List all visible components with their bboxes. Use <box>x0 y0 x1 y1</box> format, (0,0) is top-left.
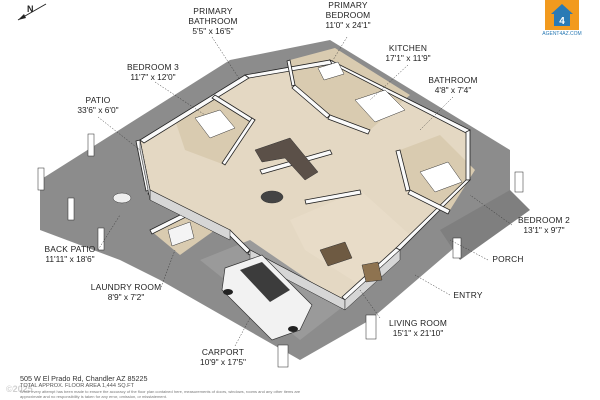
room-name: CARPORT <box>201 347 245 357</box>
room-name: ENTRY <box>453 290 483 300</box>
kitchen-counter <box>254 137 319 181</box>
living-chair <box>361 261 383 283</box>
room-name: BACK PATIO <box>44 244 96 254</box>
watermark-text: ©2025 <box>6 384 33 394</box>
room-name: KITCHEN <box>388 43 428 53</box>
label-patio: PATIO 33'6" x 6'0" <box>60 95 136 115</box>
bed-bedroom-2 <box>419 161 463 193</box>
desk <box>317 61 345 81</box>
total-area-text: TOTAL APPROX. FLOOR AREA 1,444 SQ.FT <box>20 383 134 389</box>
room-name: PATIO <box>85 95 111 105</box>
compass-icon <box>17 3 47 21</box>
bed-bedroom-3 <box>194 109 236 139</box>
room-dims: 33'6" x 6'0" <box>77 105 119 115</box>
room-dims: 11'0" x 24'1" <box>325 20 371 30</box>
room-name: LIVING ROOM <box>388 318 448 328</box>
agent-logo-icon: 4 <box>545 0 579 30</box>
room-dims: 10'9" x 17'5" <box>200 357 246 367</box>
room-name: PRIMARY BATHROOM <box>188 6 238 26</box>
room-dims: 17'1" x 11'9" <box>385 53 431 63</box>
room-name: BATHROOM <box>428 75 478 85</box>
room-dims: 11'11" x 18'6" <box>45 254 95 264</box>
compass-letter: N <box>27 4 34 14</box>
room-name: LAUNDRY ROOM <box>90 282 162 292</box>
disclaimer-text: While every attempt has been made to ens… <box>20 389 301 399</box>
label-living-room: LIVING ROOM 15'1" x 21'10" <box>378 318 458 338</box>
carport-car <box>221 254 313 341</box>
living-sofa <box>319 241 353 267</box>
furniture <box>112 61 463 283</box>
label-porch: PORCH <box>478 254 538 264</box>
room-dims: 15'1" x 21'10" <box>392 328 444 338</box>
dining-table <box>260 190 284 204</box>
label-bedroom-3: BEDROOM 3 11'7" x 12'0" <box>115 62 191 82</box>
label-primary-bedroom: PRIMARY BEDROOM 11'0" x 24'1" <box>310 0 386 30</box>
label-back-patio: BACK PATIO 11'11" x 18'6" <box>32 244 108 264</box>
living-floor <box>290 190 410 285</box>
room-name: PRIMARY BEDROOM <box>325 0 371 20</box>
room-dims: 5'5" x 16'5" <box>192 26 234 36</box>
room-dims: 13'1" x 9'7" <box>523 225 565 235</box>
label-primary-bathroom: PRIMARY BATHROOM 5'5" x 16'5" <box>175 6 251 36</box>
room-name: PORCH <box>492 254 524 264</box>
room-dims: 4'8" x 7'4" <box>434 85 472 95</box>
room-dims: 11'7" x 12'0" <box>130 72 176 82</box>
label-bathroom: BATHROOM 4'8" x 7'4" <box>415 75 491 95</box>
wall-shading <box>139 139 401 311</box>
room-name: BEDROOM 2 <box>517 215 571 225</box>
label-carport: CARPORT 10'9" x 17'5" <box>185 347 261 367</box>
washer-dryer <box>167 221 195 247</box>
room-dims: 8'9" x 7'2" <box>107 292 145 302</box>
address-text: 505 W El Prado Rd, Chandler AZ 85225 <box>20 374 148 383</box>
room-name: BEDROOM 3 <box>126 62 180 72</box>
porch-ground <box>440 190 530 260</box>
svg-text:4: 4 <box>559 16 565 27</box>
logo-text: AGENT4AZ.COM <box>542 31 582 37</box>
label-kitchen: KITCHEN 17'1" x 11'9" <box>370 43 446 63</box>
patio-table <box>112 192 132 204</box>
label-laundry-room: LAUNDRY ROOM 8'9" x 7'2" <box>80 282 172 302</box>
label-bedroom-2: BEDROOM 2 13'1" x 9'7" <box>506 215 582 235</box>
posts <box>37 133 524 368</box>
bed-primary <box>354 89 406 123</box>
label-entry: ENTRY <box>440 290 496 300</box>
leader-lines <box>97 36 513 347</box>
